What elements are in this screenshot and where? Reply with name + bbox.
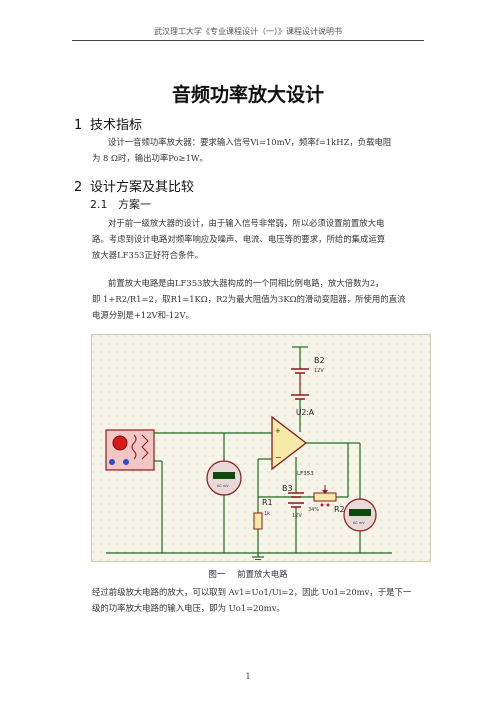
section-2-number: 2 (74, 180, 83, 195)
section-1-heading: 1 技术指标 (74, 114, 142, 133)
paragraph-3: 经过前级放大电路的放大，可以取到 Av1=Uo1/Ui=2，因此 Uo1=20m… (92, 584, 422, 616)
label-b2: B2 (314, 356, 325, 365)
section-1-body: 设计一音频功率放大器：要求输入信号Vi=10mV，频率f=1kHZ，负载电阻 为… (92, 134, 422, 166)
voltmeter-right: AC mV (343, 498, 377, 532)
svg-text:+: + (275, 427, 281, 435)
label-lf353: LF353 (297, 471, 314, 477)
paragraph-2: 前置放大电路是由LF353放大器构成的一个同相比例电路，放大倍数为2， 即 1+… (92, 275, 422, 323)
paragraph-line: 级的功率放大电路的输入电压，即为 Uo1=20mv。 (92, 603, 285, 613)
paragraph-line: 前置放大电路是由LF353放大器构成的一个同相比例电路，放大倍数为2， (108, 278, 384, 288)
paragraph-line: 路。考虑到设计电路对频率响应及噪声、电流、电压等的要求，所给的集成运算 (92, 234, 386, 244)
signal-generator (105, 429, 155, 471)
label-r2: R2 (334, 505, 345, 514)
section-2-heading: 2 设计方案及其比较 (74, 176, 194, 195)
voltmeter-left: AC mV (206, 460, 242, 496)
circuit-schematic: B2 12V U2:A + − LF353 (92, 335, 430, 561)
subsection-number: 2.1 (90, 198, 108, 211)
resistor-r1 (253, 512, 263, 530)
caption-label: 图一 (208, 569, 226, 579)
label-r1: R1 (262, 498, 273, 507)
paragraph-line: 电源分别是+12V和-12V。 (92, 310, 194, 320)
section-1-title: 技术指标 (90, 118, 143, 133)
document-title: 音频功率放大设计 (171, 84, 324, 106)
paragraph-line: 对于前一级放大器的设计，由于输入信号非常弱，所以必须设置前置放大电 (108, 218, 385, 228)
paragraph-line: 设计一音频功率放大器：要求输入信号Vi=10mV，频率f=1kHZ，负载电阻 (108, 137, 392, 147)
label-u2a: U2:A (296, 408, 315, 417)
circuit-wires (106, 431, 392, 554)
label-b3: B3 (282, 484, 293, 493)
caption-text: 前置放大电路 (237, 569, 288, 579)
page-number: 1 (245, 672, 251, 681)
paragraph-line: 经过前级放大电路的放大，可以取到 Av1=Uo1/Ui=2，因此 Uo1=20m… (92, 587, 412, 597)
page-header: 武汉理工大学《专业课程设计（一）》课程设计说明书 (72, 26, 424, 41)
svg-text:AC mV: AC mV (217, 484, 229, 488)
label-b2-voltage: 12V (314, 368, 324, 374)
ground-symbol (252, 553, 264, 560)
potentiometer-r2 (313, 485, 337, 507)
section-1-number: 1 (74, 118, 83, 133)
label-r1-value: 1k (264, 511, 270, 517)
subsection-2-1-heading: 2.1 方案一 (90, 196, 151, 212)
label-r2-percent: 34% (308, 507, 319, 513)
battery-b3 (288, 492, 304, 508)
label-b3-voltage: 12V (292, 513, 302, 519)
battery-b2 (291, 346, 309, 431)
paragraph-1: 对于前一级放大器的设计，由于输入信号非常弱，所以必须设置前置放大电 路。考虑到设… (92, 215, 422, 263)
circuit-figure: B2 12V U2:A + − LF353 (91, 334, 431, 562)
paragraph-line: 即 1+R2/R1=2，取R1=1KΩ，R2为最大阻值为3KΩ的滑动变阻器，所使… (92, 294, 406, 304)
opamp-lf353: + − (271, 415, 308, 471)
subsection-title: 方案一 (118, 198, 151, 211)
svg-text:AC mV: AC mV (353, 521, 365, 525)
svg-text:−: − (275, 453, 282, 462)
paragraph-line: 放大器LF353正好符合条件。 (92, 250, 204, 260)
section-2-title: 设计方案及其比较 (90, 180, 195, 195)
paragraph-line: 为 8 Ω时，输出功率Po≥1W。 (92, 153, 208, 163)
figure-caption: 图一 前置放大电路 (0, 568, 496, 580)
